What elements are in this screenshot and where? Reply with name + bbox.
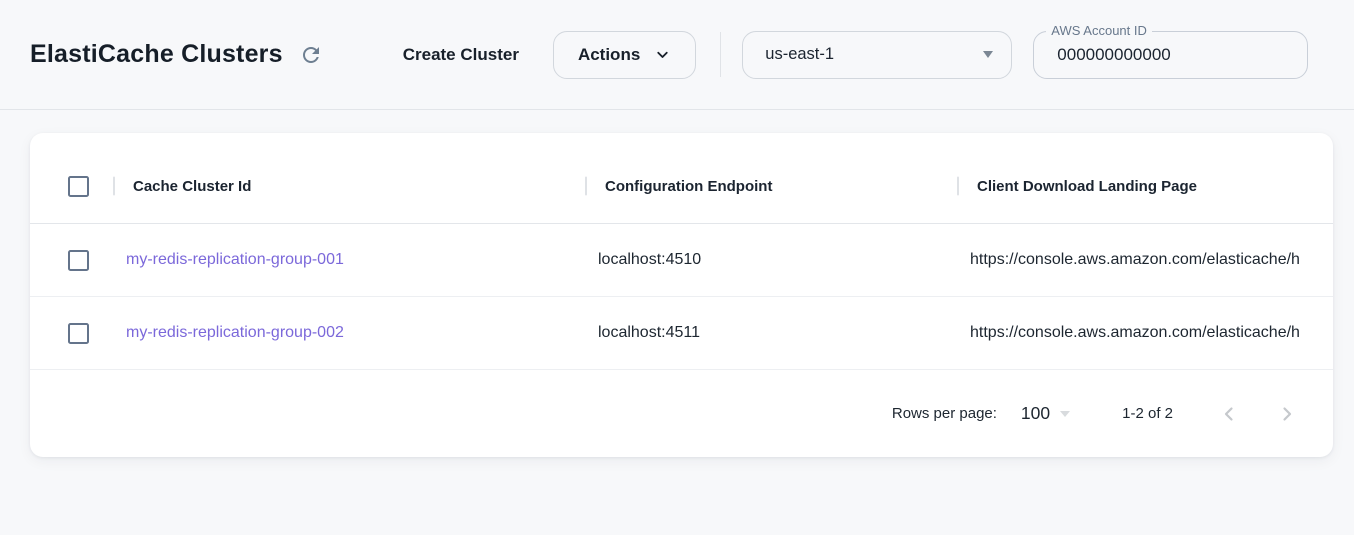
configuration-endpoint-value: localhost:4511: [598, 324, 700, 341]
main-content: Cache Cluster Id Configuration Endpoint …: [0, 133, 1354, 457]
aws-account-id-field[interactable]: AWS Account ID: [1033, 22, 1309, 79]
previous-page-button[interactable]: [1217, 402, 1241, 426]
actions-button-label: Actions: [577, 44, 641, 64]
client-download-url: https://console.aws.amazon.com/elasticac…: [970, 251, 1300, 268]
column-separator: [957, 176, 959, 196]
column-header-configuration-endpoint[interactable]: Configuration Endpoint: [585, 149, 957, 223]
configuration-endpoint-cell: localhost:4511: [585, 297, 957, 369]
region-select[interactable]: us-east-1: [742, 30, 1013, 79]
chevron-right-icon: [1275, 402, 1299, 426]
row-checkbox-cell: [30, 297, 113, 369]
client-download-url: https://console.aws.amazon.com/elasticac…: [970, 324, 1300, 341]
configuration-endpoint-cell: localhost:4510: [585, 224, 957, 296]
app-header: ElastiCache Clusters Create Cluster Acti…: [0, 0, 1354, 110]
row-checkbox-cell: [30, 224, 113, 296]
table-pagination: Rows per page: 100 1-2 of 2: [30, 370, 1333, 457]
actions-button[interactable]: Actions: [552, 30, 697, 79]
refresh-button[interactable]: [299, 43, 323, 67]
header-divider: [720, 32, 722, 77]
cluster-link[interactable]: my-redis-replication-group-001: [126, 251, 344, 268]
caret-down-icon: [1060, 410, 1071, 417]
region-select-value: us-east-1: [765, 45, 835, 63]
column-separator: [585, 176, 587, 196]
column-header-label: Cache Cluster Id: [133, 177, 252, 195]
client-download-landing-page-cell: https://console.aws.amazon.com/elasticac…: [957, 224, 1333, 296]
clusters-table-card: Cache Cluster Id Configuration Endpoint …: [30, 133, 1333, 457]
row-checkbox[interactable]: [68, 322, 89, 344]
aws-account-id-input[interactable]: [1057, 44, 1292, 65]
next-page-button[interactable]: [1275, 402, 1299, 426]
column-header-label: Client Download Landing Page: [977, 177, 1198, 195]
rows-per-page-select[interactable]: 100: [1020, 403, 1071, 424]
rows-per-page-value: 100: [1020, 403, 1051, 423]
chevron-left-icon: [1217, 402, 1241, 426]
rows-per-page-label: Rows per page:: [891, 405, 997, 422]
column-header-label: Configuration Endpoint: [605, 177, 773, 195]
page-title: ElastiCache Clusters: [30, 40, 283, 68]
caret-down-icon: [983, 51, 994, 58]
column-header-cache-cluster-id[interactable]: Cache Cluster Id: [113, 149, 585, 223]
pagination-range-label: 1-2 of 2: [1122, 405, 1173, 422]
table-row: my-redis-replication-group-001 localhost…: [30, 224, 1333, 297]
chevron-down-icon: [654, 46, 671, 63]
refresh-icon: [299, 43, 323, 67]
table-header-row: Cache Cluster Id Configuration Endpoint …: [30, 149, 1333, 224]
table-row: my-redis-replication-group-002 localhost…: [30, 297, 1333, 370]
configuration-endpoint-value: localhost:4510: [598, 251, 702, 268]
cluster-link[interactable]: my-redis-replication-group-002: [126, 324, 344, 341]
header-checkbox-cell: [30, 149, 113, 223]
cache-cluster-id-cell: my-redis-replication-group-002: [113, 297, 585, 369]
aws-account-id-label: AWS Account ID: [1046, 22, 1152, 38]
column-separator: [113, 176, 115, 196]
select-all-checkbox[interactable]: [68, 175, 89, 197]
client-download-landing-page-cell: https://console.aws.amazon.com/elasticac…: [957, 297, 1333, 369]
row-checkbox[interactable]: [68, 249, 89, 271]
column-header-client-download-landing-page[interactable]: Client Download Landing Page: [957, 149, 1333, 223]
create-cluster-button[interactable]: Create Cluster: [402, 44, 519, 64]
cache-cluster-id-cell: my-redis-replication-group-001: [113, 224, 585, 296]
